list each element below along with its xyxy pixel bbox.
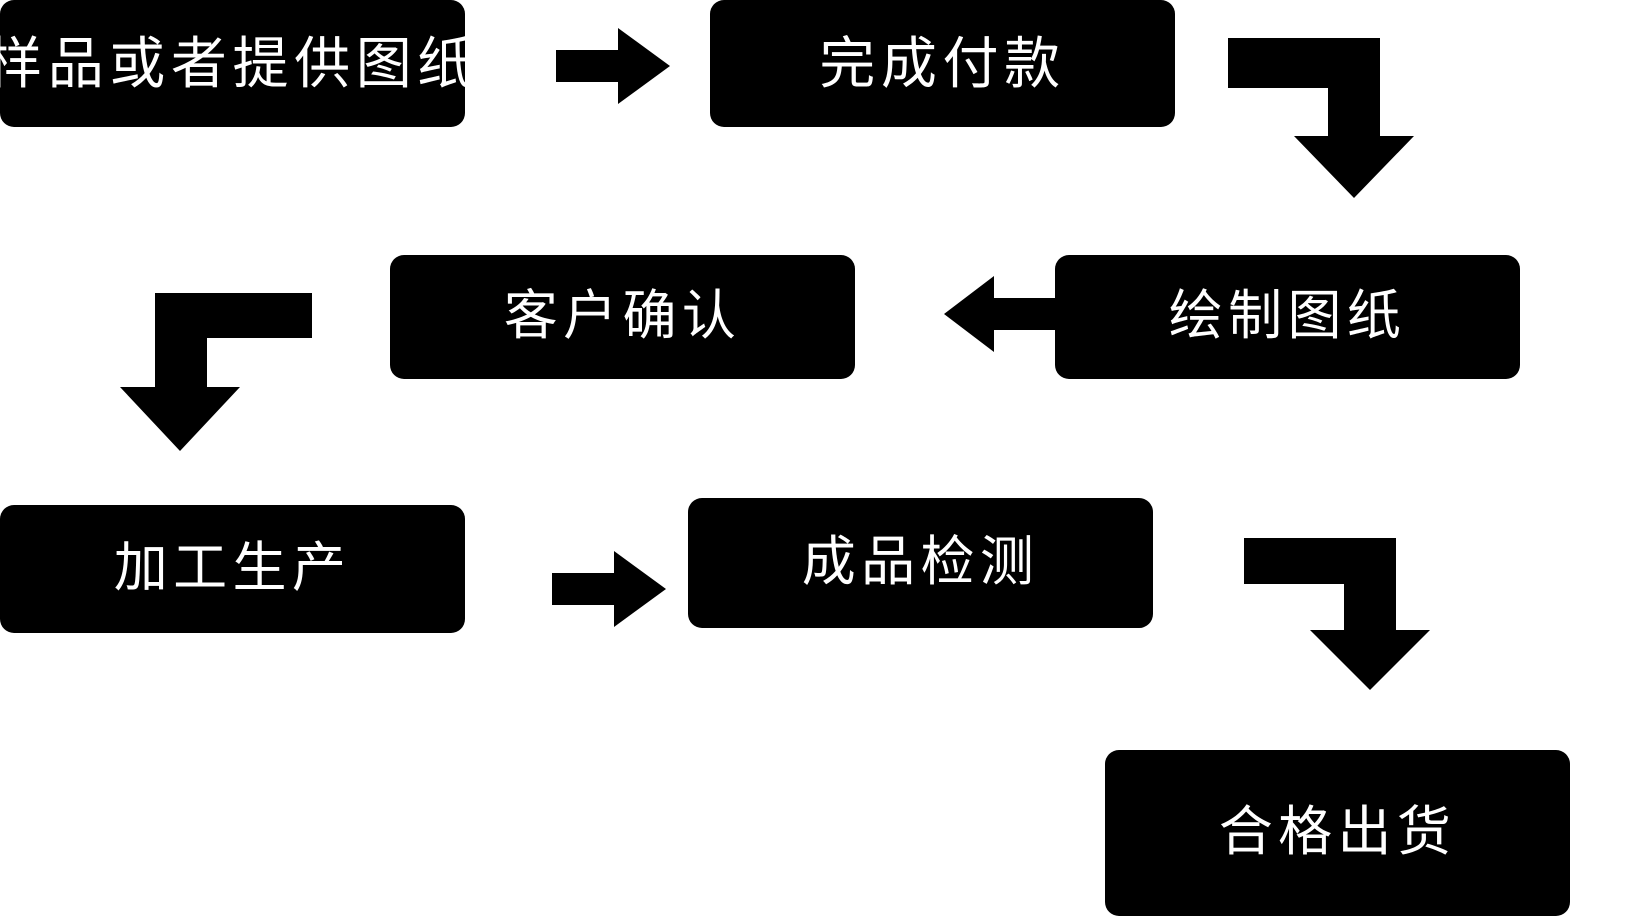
arrow-drawing-to-confirm (944, 276, 1056, 352)
node-confirm[interactable]: 客户确认 (390, 255, 855, 379)
arrow-inspection-to-shipment (1244, 538, 1444, 690)
node-drawing-label: 绘制图纸 (1168, 286, 1407, 347)
node-production[interactable]: 加工生产 (0, 505, 465, 633)
node-payment-label: 完成付款 (819, 31, 1066, 95)
node-inspection-label: 成品检测 (801, 532, 1040, 593)
arrow-payment-to-drawing (1228, 38, 1444, 198)
node-sample[interactable]: 样品或者提供图纸 (0, 0, 473, 127)
node-confirm-label: 客户确认 (503, 286, 742, 347)
arrow-production-to-inspection (552, 551, 666, 627)
node-sample-label: 样品或者提供图纸 (0, 31, 479, 95)
node-inspection[interactable]: 成品检测 (688, 498, 1153, 628)
node-production-label: 加工生产 (113, 538, 352, 599)
arrow-confirm-to-production (120, 293, 312, 451)
arrow-sample-to-payment (556, 28, 670, 104)
node-drawing[interactable]: 绘制图纸 (1055, 255, 1520, 379)
node-payment[interactable]: 完成付款 (710, 0, 1175, 127)
node-shipment-label: 合格出货 (1218, 802, 1457, 863)
node-shipment[interactable]: 合格出货 (1105, 750, 1570, 916)
